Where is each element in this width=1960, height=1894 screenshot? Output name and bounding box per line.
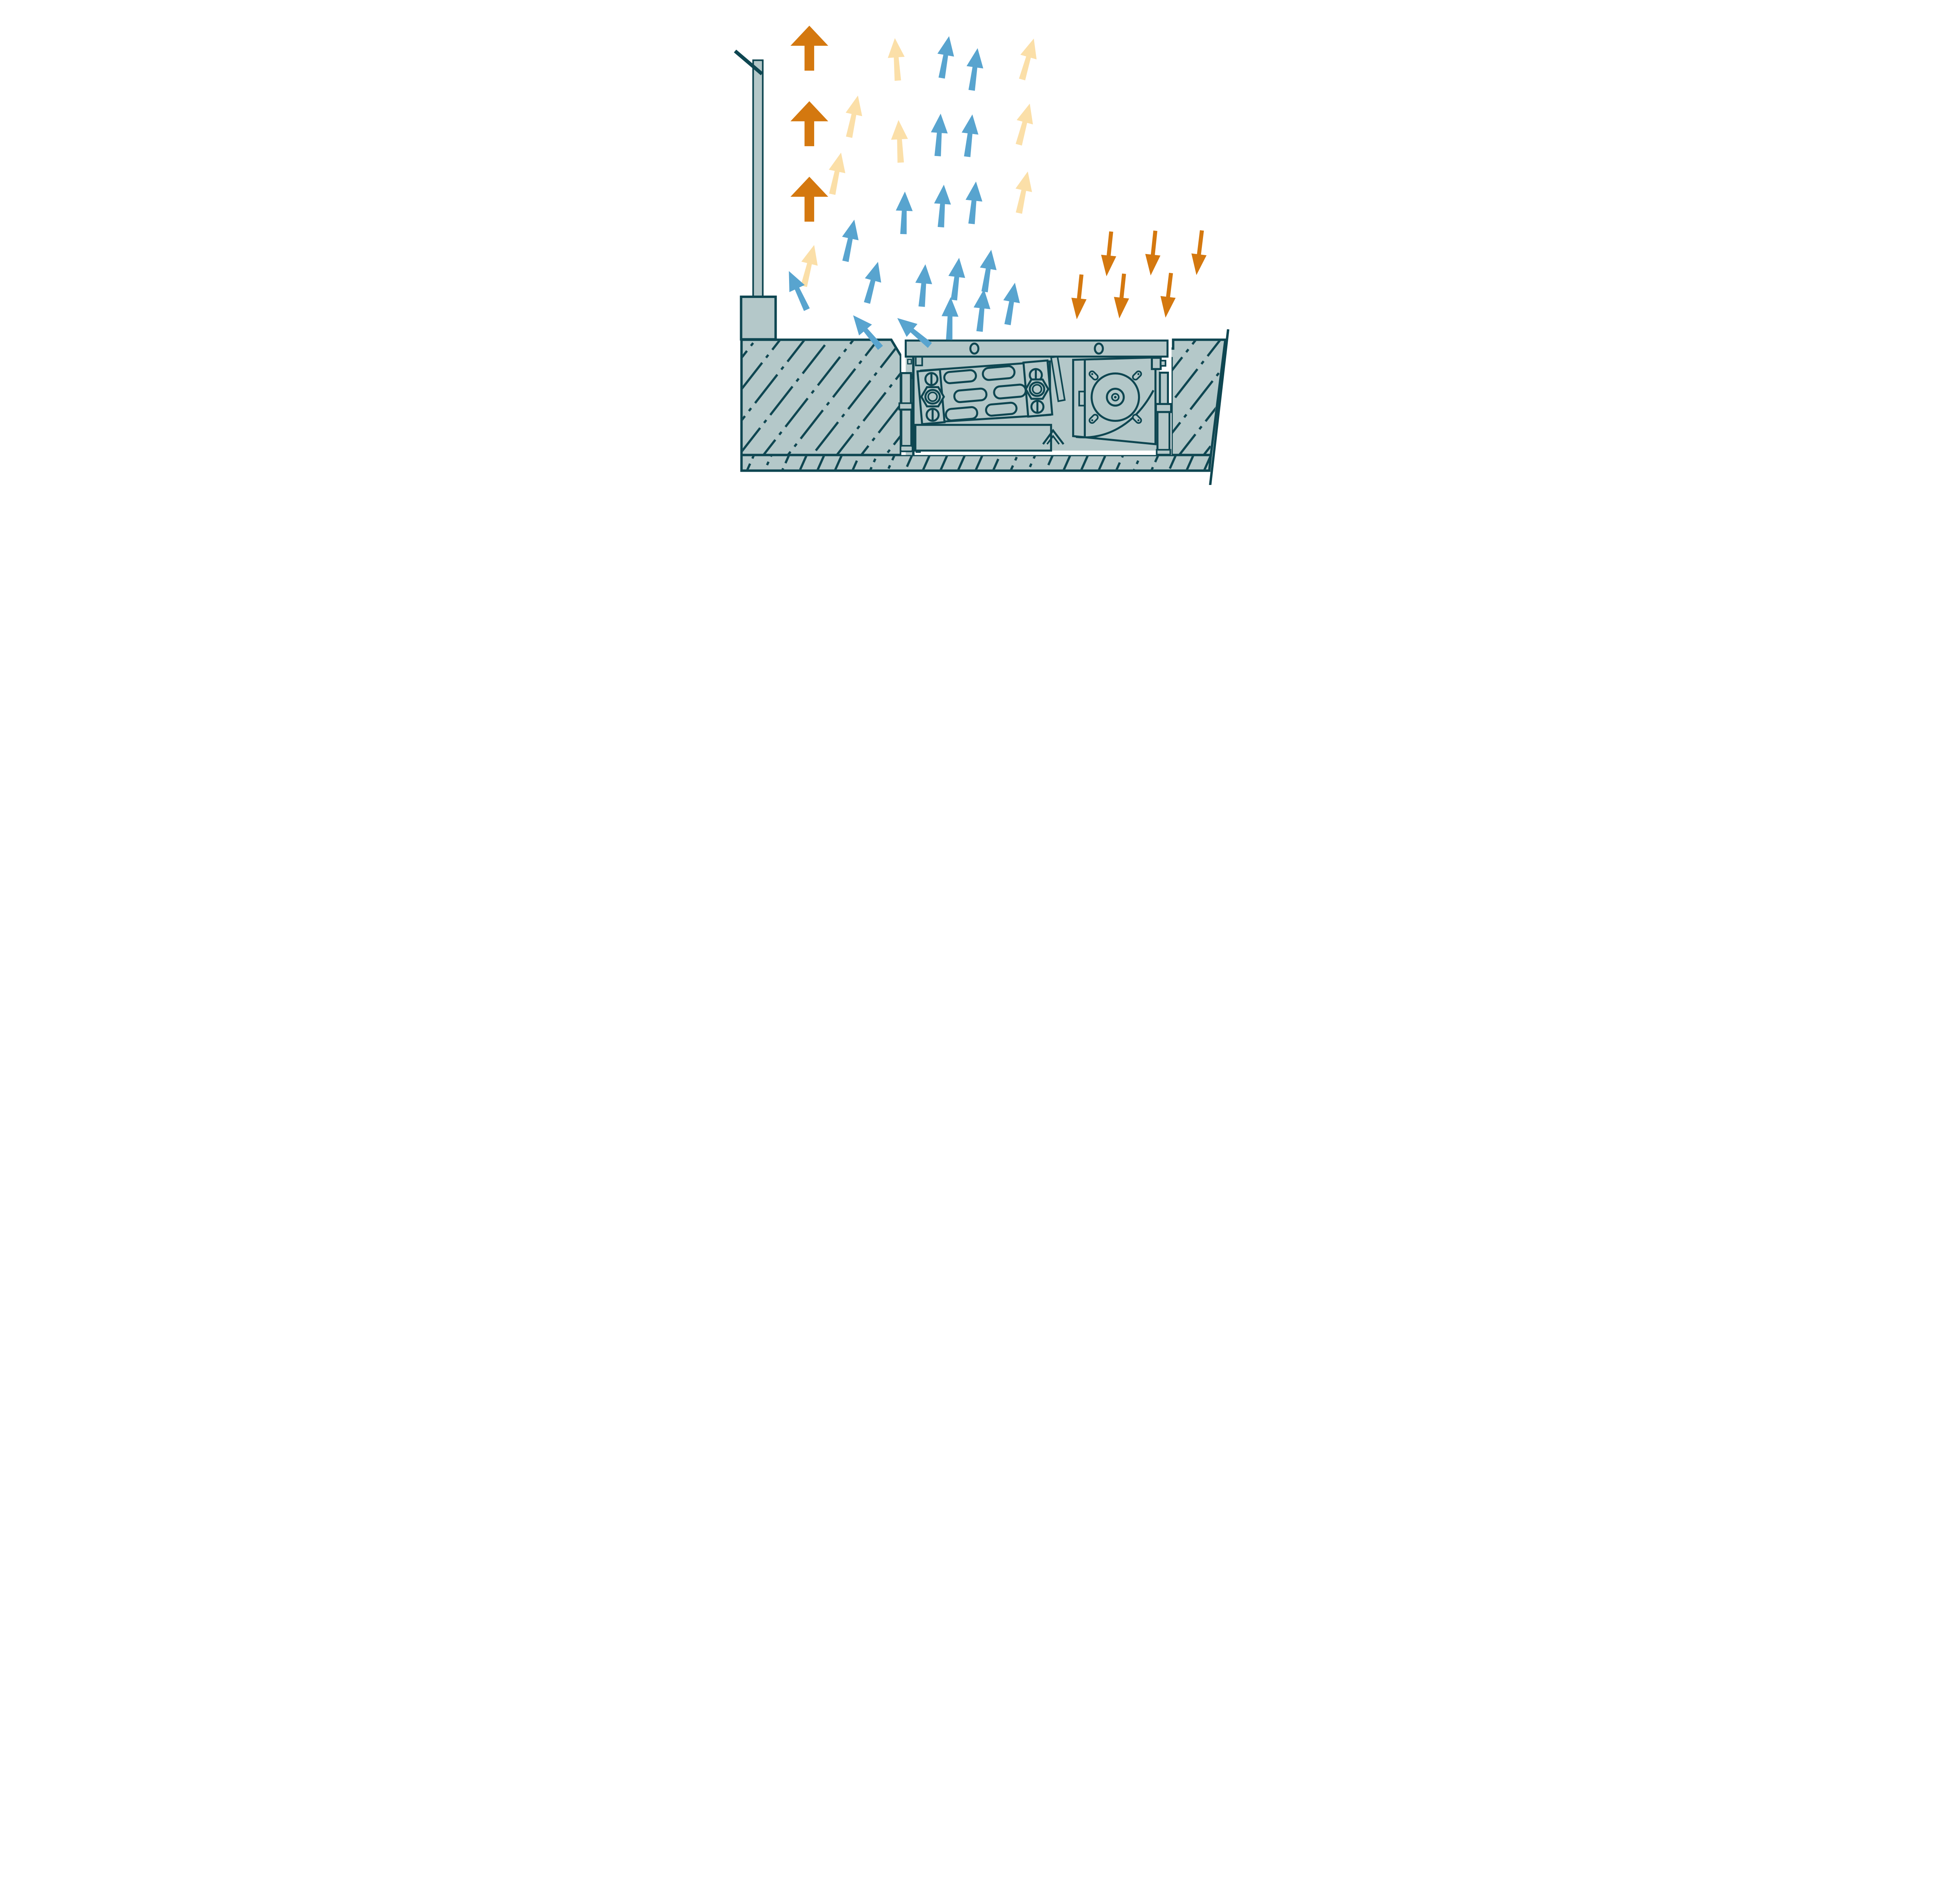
right-leg-column (1156, 411, 1171, 452)
right-end-assembly (1151, 357, 1172, 456)
airflow-arrow-blue-up (971, 288, 993, 332)
airflow-arrow-blue-up (963, 180, 985, 225)
floor-slab-right (1166, 338, 1227, 456)
tray-chevron-mark-inner (1046, 434, 1060, 445)
floor-grille (904, 340, 1169, 358)
hatch-left-slab (742, 341, 900, 454)
tray-chevron-mark (1042, 429, 1065, 445)
airflow-arrow-blue-up (976, 248, 1000, 293)
condensate-tray (914, 424, 1065, 452)
diagram-stage (666, 0, 1294, 485)
pipe-fittings-left (920, 372, 945, 422)
facade-line (1209, 329, 1230, 485)
fan-housing-step (1078, 390, 1085, 407)
airflow-arrow-blue-up (933, 35, 958, 80)
left-hinge-block (915, 356, 923, 367)
airflow-arrow-blue-up (858, 260, 886, 305)
left-end-assembly (898, 356, 923, 455)
airflow-arrow-warm_orange-down (1158, 272, 1179, 319)
airflow-arrow-blue-up (999, 281, 1024, 326)
airflow-arrow-blue-up (940, 297, 959, 340)
trench-unit (898, 340, 1172, 456)
right-flange (1155, 403, 1172, 413)
floor-structure (740, 329, 1230, 485)
airflow-arrow-cream-up (1014, 36, 1042, 82)
fan-wheel-icon (1091, 372, 1140, 422)
airflow-arrow-blue-up (963, 47, 986, 92)
airflow-arrow-warm_orange-down (1189, 229, 1210, 276)
right-hinge-pin (1160, 360, 1167, 367)
screw-icon (924, 372, 938, 386)
window-frame (734, 49, 777, 341)
left-wall-line (912, 356, 915, 455)
left-leg-column (900, 409, 913, 448)
airflow-arrow-cream-up (1011, 169, 1036, 215)
airflow-arrow-blue-up (913, 263, 934, 308)
airflow-arrow-warm_orange-down (1143, 230, 1163, 276)
seam-under-unit (913, 450, 1156, 455)
window-sill-base (740, 295, 777, 341)
grille-hole-icon (1094, 342, 1104, 355)
airflow-arrow-warm_orange-down (1069, 274, 1089, 320)
airflow-arrow-cream-up (890, 120, 909, 163)
airflow-arrow-blue-up (895, 191, 913, 234)
airflow-arrow-blue-up (929, 113, 949, 157)
airflow-arrow-blue-up (837, 218, 863, 263)
right-leg-foot (1156, 449, 1171, 456)
floor-slab-left (740, 338, 902, 456)
screw-icon (1030, 400, 1045, 414)
right-hinge-block (1151, 357, 1162, 370)
screw-icon (926, 408, 940, 422)
airflow-arrow-cream-up (824, 151, 849, 196)
airflow-arrow-cream-up (1011, 101, 1038, 147)
airflow-arrow-blue-up (958, 113, 981, 158)
left-leg-foot (900, 445, 913, 452)
grille-hole-icon (969, 342, 980, 355)
seam-left-top (901, 340, 906, 356)
airflow-arrow-cream-up (840, 94, 866, 139)
fan-hub-dot (1114, 396, 1117, 399)
fan-scroll-volute (1076, 390, 1154, 439)
fan-assembly (1072, 356, 1157, 445)
airflow-arrow-blue-up (946, 256, 968, 301)
right-actuator-bar (1159, 372, 1169, 406)
hatch-right-slab (1169, 341, 1224, 454)
left-bracket-plate (900, 372, 912, 406)
hatch-base-strip (742, 456, 1210, 470)
grille-bar (904, 340, 1169, 358)
airflow-arrow-warm_orange-up (790, 176, 828, 222)
pipe-fittings-right (1024, 368, 1050, 414)
louver-slots (943, 365, 1027, 422)
left-hinge-pin (907, 359, 912, 365)
airflow-arrow-warm_orange-down (1099, 231, 1119, 277)
airflow-arrows (781, 25, 1210, 354)
airflow-arrow-cream-up (886, 37, 906, 82)
airflow-arrow-blue-up (932, 184, 953, 228)
airflow-arrow-warm_orange-down (1112, 273, 1132, 320)
window-pane (734, 49, 763, 75)
fan-mounting-ears (1089, 370, 1142, 424)
trench-convector-airflow-diagram (666, 0, 1294, 485)
window-post (752, 59, 764, 298)
airflow-arrow-warm_orange-up (790, 101, 828, 146)
airflow-arrow-warm_orange-up (790, 25, 828, 71)
floor-base-strip (740, 454, 1212, 472)
